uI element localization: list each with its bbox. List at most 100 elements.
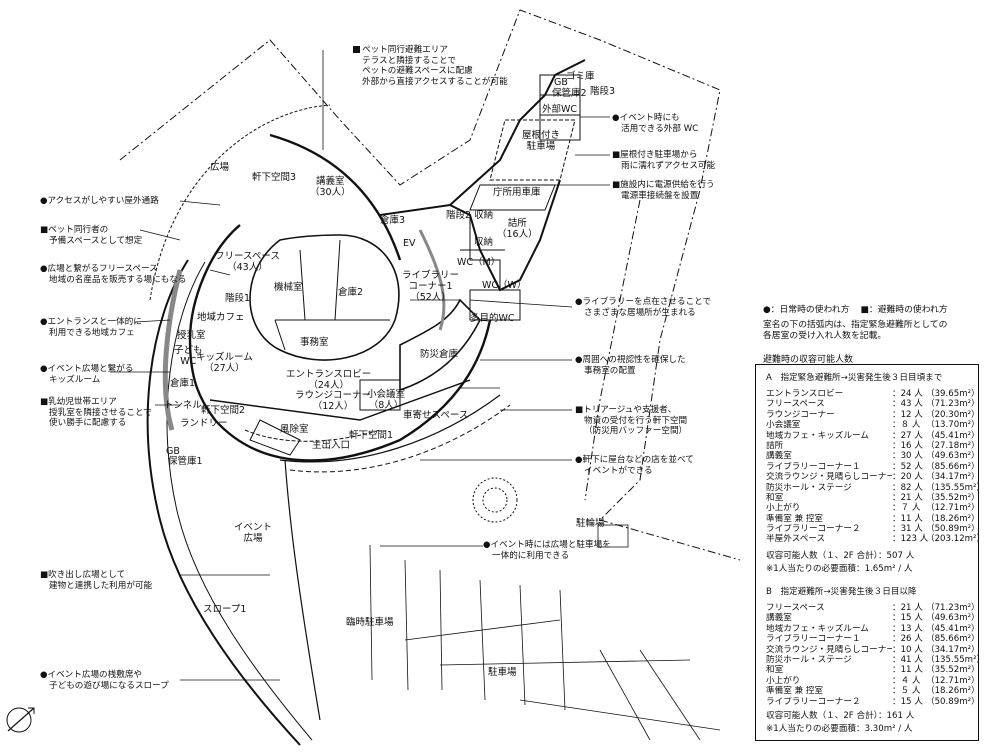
room-kikaishitsu: 機械室	[274, 282, 303, 293]
annotation-fukinuke: ■吹き出し広場として 建物と連携した利用が可能	[40, 570, 153, 591]
room-hokan1: 保管庫1	[168, 456, 203, 467]
capacity-row: 小上がり：７ 人（12.71m²）	[766, 503, 980, 514]
capacity-row: 地域カフェ・キッズルーム：13 人（45.41m²）	[766, 623, 980, 634]
parking-stalls	[369, 544, 721, 741]
annotation-entrance-cafe: ●エントランスと一体的に 利用できる地域カフェ	[40, 317, 142, 338]
capacity-name: 詰所	[766, 440, 784, 451]
annotation-event-chusha: ●イベント時には広場と駐車場を 一体的に利用できる	[483, 540, 611, 561]
room-tsumesho: 詰所 （16人）	[497, 218, 538, 240]
section-a-note: ※1人当たりの必要面積：1.65m² / 人	[766, 564, 913, 574]
room-slope1: スロープ1	[203, 604, 247, 615]
north-arrow-icon	[6, 707, 35, 733]
room-wc-w: WC（W）	[482, 280, 527, 291]
capacity-row: 詰所 ：16 人（27.18m²）	[766, 440, 980, 451]
capacity-count: ：12 人	[892, 409, 923, 420]
annotation-shikaku: ●周囲への視認性を確保した 事務室の配置	[575, 355, 686, 376]
capacity-count: ：21 人	[892, 603, 923, 613]
site-boundary-right	[584, 199, 641, 501]
room-souko3: 倉庫3	[380, 215, 406, 226]
room-bousai-souko: 防災倉庫	[420, 349, 459, 360]
room-kaidan3: 階段3	[590, 86, 616, 97]
capacity-area: （12.71m²）	[926, 675, 980, 686]
section-b-list: フリースペース：21 人（71.23m²）講義室：15 人（49.63m²）地域…	[766, 603, 984, 707]
section-b-total: 収容可能人数（１、2F 合計）：161 人	[766, 711, 915, 721]
room-chiiki-cafe: 地域カフェ	[197, 312, 245, 323]
capacity-row: 和室：11 人（35.52m²）	[766, 665, 980, 676]
capacity-area: （39.65m²）	[926, 389, 980, 399]
capacity-row: ライブラリーコーナー２：31 人（50.89m²）	[766, 524, 980, 535]
annotation-event-wc: ●イベント時にも 活用できる外部 WC	[612, 113, 699, 134]
capacity-name: 準備室 兼 控室	[766, 513, 824, 524]
building-outer-wall	[269, 133, 402, 261]
room-shuno: 収納	[474, 237, 494, 248]
capacity-row: 講義室：15 人（49.63m²）	[766, 613, 980, 624]
annotation-event-kids: ●イベント広場と繋がる キッズルーム	[40, 364, 134, 385]
room-kogishitsu: 講義室 （30人）	[310, 176, 351, 198]
room-kaidan2-shuno: 階段2 収納	[446, 210, 494, 221]
capacity-area: （135.55m²）	[926, 482, 984, 493]
section-b-note: ※1人当たりの必要面積：3.30m² / 人	[766, 724, 913, 734]
capacity-count: ：27 人	[892, 430, 923, 441]
legend-note-2: 各居室の受け入れ人数を記載。	[763, 331, 887, 341]
capacity-row: 防災ホール・ステージ：82 人（135.55m²）	[766, 482, 984, 493]
capacity-count: ：11 人	[892, 513, 923, 524]
capacity-count: ：30 人	[892, 451, 923, 462]
capacity-count: ：11 人	[892, 665, 923, 676]
capacity-name: 地域カフェ・キッズルーム	[766, 623, 869, 634]
capacity-count: ：13 人	[892, 623, 923, 634]
room-ev: EV	[403, 238, 416, 249]
capacity-area: （13.70m²）	[926, 420, 980, 431]
capacity-area: （20.30m²）	[926, 409, 980, 420]
annotation-nyuyoji: ■乳幼児世帯エリア 授乳室を隣接させることで 使い勝手に配慮する	[40, 397, 152, 429]
room-nokishita2: 軒下空間2	[201, 405, 246, 416]
capacity-count: ：41 人	[892, 654, 923, 665]
square-icon	[353, 46, 360, 53]
capacity-count: ：４ 人	[892, 675, 921, 686]
capacity-row: ライブラリーコーナー２：15 人（50.89m²）	[766, 696, 980, 707]
capacity-area: （71.23m²）	[926, 603, 980, 613]
capacity-count: ：16 人	[892, 440, 923, 451]
room-hiroba: 広場	[210, 162, 230, 173]
capacity-count: ：31 人	[892, 524, 923, 535]
room-nokishita1: 軒下空間1	[349, 430, 394, 441]
capacity-area: （27.18m²）	[926, 440, 980, 451]
capacity-area: （18.26m²）	[926, 513, 980, 524]
capacity-row: ライブラリーコーナー１：26 人（85.66m²）	[766, 634, 980, 645]
tree	[472, 477, 518, 523]
capacity-name: 小上がり	[766, 503, 801, 514]
capacity-area: （12.71m²）	[926, 503, 980, 514]
room-souko1: 倉庫1	[170, 378, 196, 389]
room-nokishita3: 軒下空間3	[252, 172, 297, 183]
capacity-name: ライブラリーコーナー２	[766, 696, 861, 707]
capacity-name: 小会議室	[766, 420, 801, 431]
capacity-count: ：15 人	[892, 613, 923, 624]
room-junyushitsu: 授乳室	[177, 330, 206, 341]
room-kodomo-wc: 子ども WC	[174, 345, 203, 367]
capacity-row: 準備室 兼 控室：５ 人（18.26m²）	[766, 686, 980, 697]
capacity-count: ：21 人	[892, 492, 923, 503]
room-churinjo: 駐輪場	[576, 518, 605, 529]
room-chusha: 駐車場	[488, 667, 517, 678]
leader-lines	[110, 50, 610, 681]
site-boundary	[119, 9, 741, 561]
room-gb2: GB	[166, 446, 180, 457]
right-wing	[379, 179, 561, 292]
capacity-name: フリースペース	[766, 399, 825, 410]
legend: ●：日常時の使われ方 ■：避難時の使われ方 室名の下の括弧内は、指定緊急避難所と…	[763, 305, 948, 342]
capacity-name: 講義室	[766, 451, 792, 462]
room-gb: GB	[554, 77, 568, 88]
capacity-count: ：26 人	[892, 634, 923, 645]
room-yane-chusha: 屋根付き 駐車場	[522, 130, 561, 152]
capacity-name: 半屋外スペース	[766, 534, 826, 545]
capacity-count: ：８ 人	[892, 420, 921, 431]
capacity-count: ：15 人	[892, 696, 923, 707]
capacity-area: （18.26m²）	[926, 686, 980, 697]
capacity-name: 講義室	[766, 613, 792, 624]
room-entrance-lobby: エントランスロビー （24人）	[286, 369, 372, 391]
legend-normal: ●：日常時の使われ方	[763, 305, 850, 315]
capacity-name: 準備室 兼 控室	[766, 686, 824, 697]
room-hokan2: 保管庫2	[552, 88, 587, 99]
annotation-library-idoko: ●ライブラリーを点在させることで さまざまな居場所が生まれる	[575, 297, 712, 318]
section-a-total: 収容可能人数（１、2F 合計）：507 人	[766, 551, 915, 561]
